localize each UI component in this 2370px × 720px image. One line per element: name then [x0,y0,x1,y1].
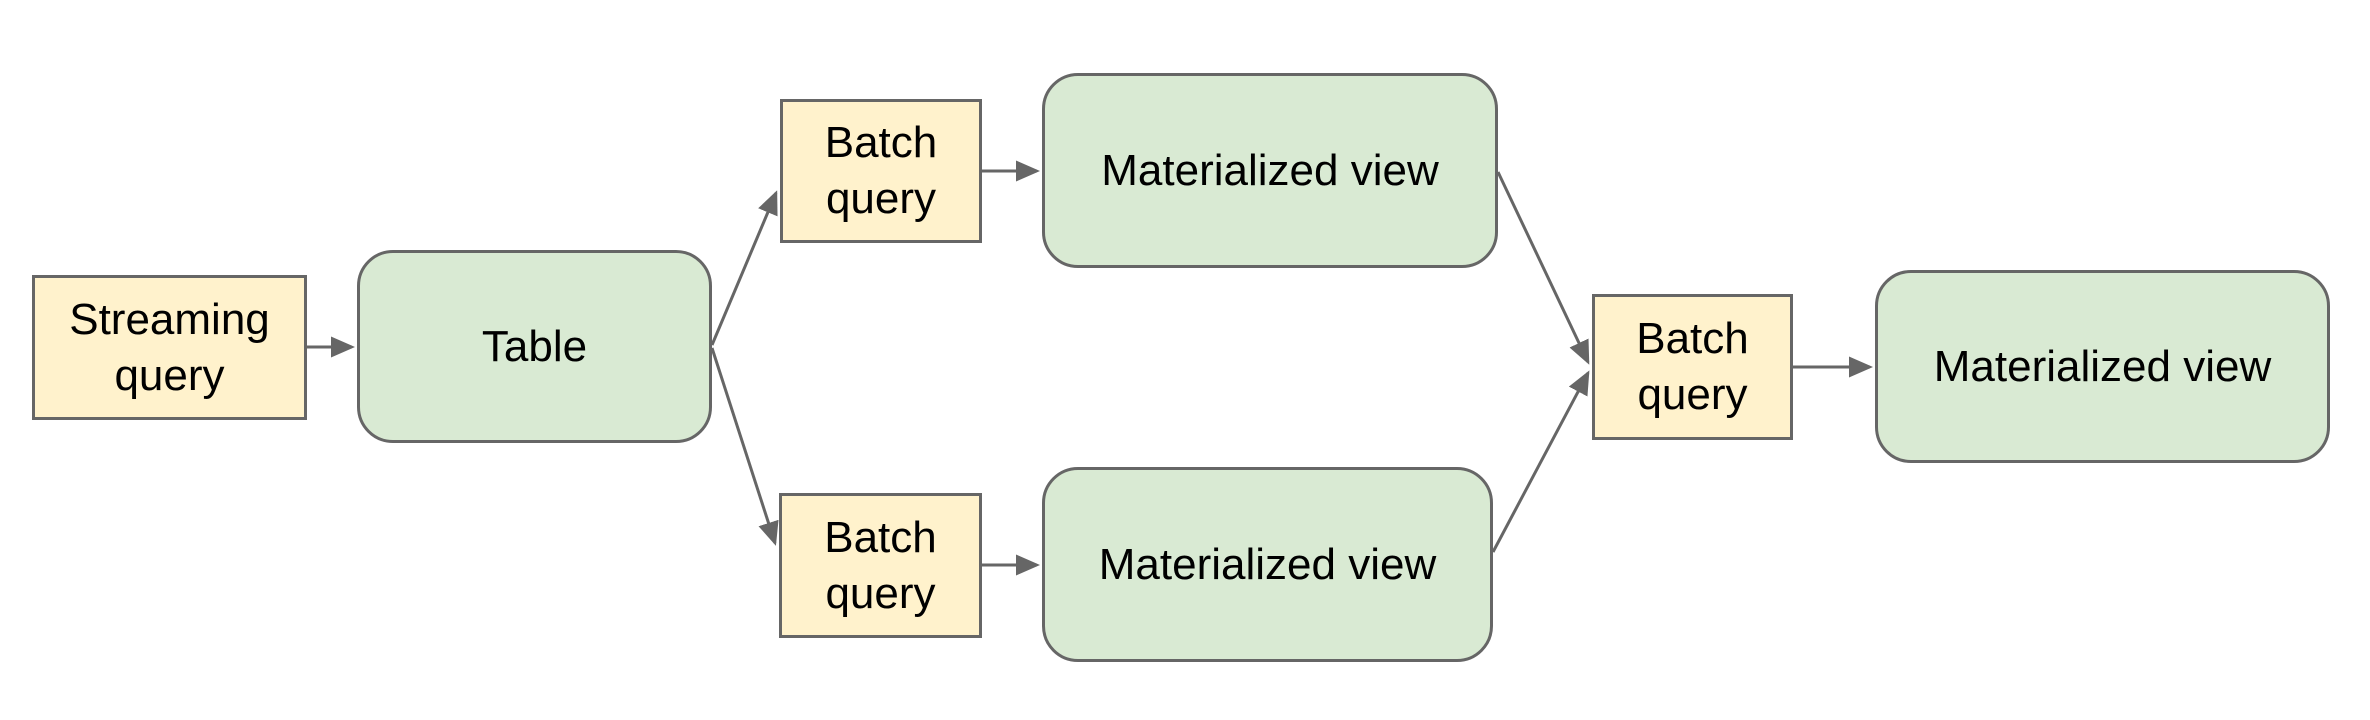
node-materialized-view-final: Materialized view [1875,270,2330,463]
node-materialized-view-bottom: Materialized view [1042,467,1493,662]
node-batch-query-top: Batch query [780,99,982,243]
node-batch-query-top-label: Batch query [824,118,938,223]
edge-mv-bottom-to-batch-query-final [1491,370,1590,553]
node-table: Table [357,250,712,443]
node-batch-query-bottom: Batch query [779,493,982,638]
edge-mv-top-to-batch-query-final [1496,171,1590,365]
node-streaming-query-label: Streaming query [69,294,270,400]
node-materialized-view-top-label: Materialized view [1101,145,1439,195]
node-table-label: Table [481,321,588,371]
node-batch-query-final-label: Batch query [1636,314,1749,419]
node-materialized-view-top: Materialized view [1042,73,1498,268]
node-batch-query-final: Batch query [1592,294,1793,440]
node-streaming-query: Streaming query [32,275,307,420]
edge-table-to-batch-query-bottom [710,347,779,546]
edge-table-to-batch-query-top [710,190,778,346]
node-materialized-view-final-label: Materialized view [1933,341,2272,391]
node-batch-query-bottom-label: Batch query [824,512,937,618]
node-materialized-view-bottom-label: Materialized view [1098,539,1437,589]
